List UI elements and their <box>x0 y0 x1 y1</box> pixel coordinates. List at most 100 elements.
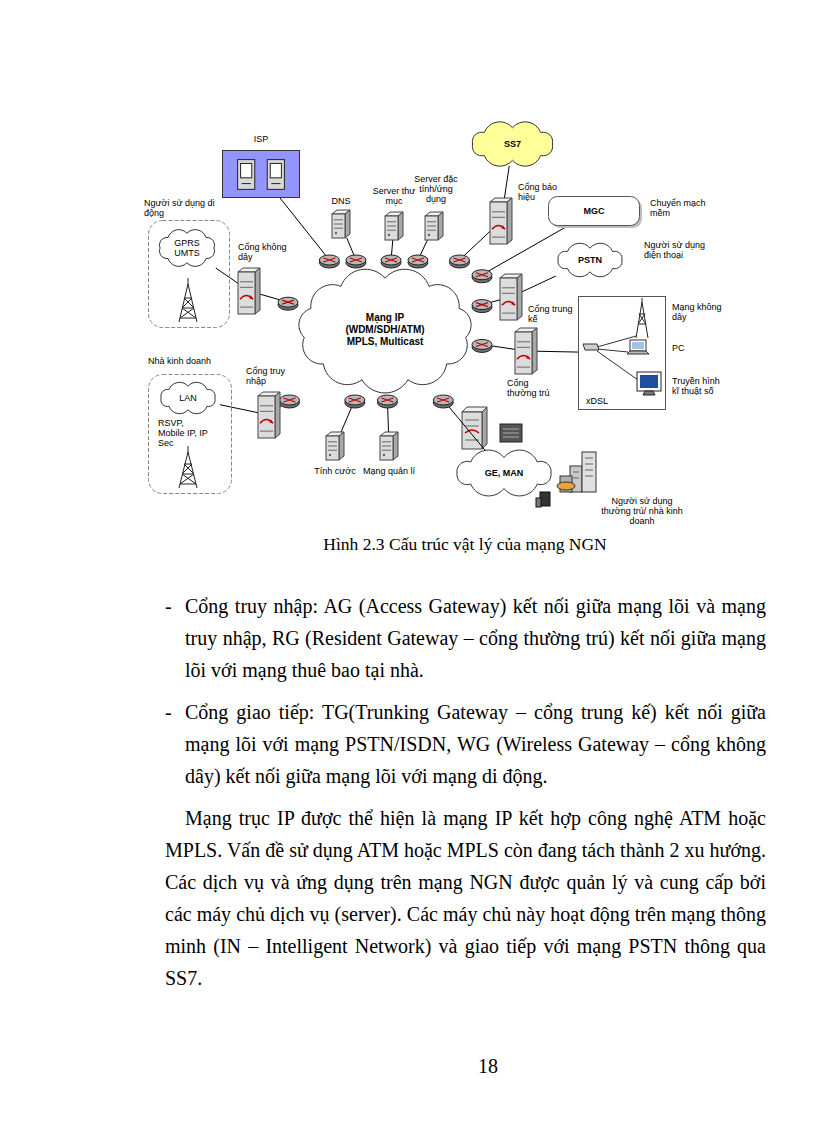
gateway-server-symbol <box>482 407 487 449</box>
directory-server-shape <box>385 216 398 240</box>
router-symbol <box>283 398 295 402</box>
signalling-gateway-shape <box>492 226 505 230</box>
mobile-region-shape <box>149 221 230 328</box>
node-label: Cổng trung kế <box>528 304 574 324</box>
dns-server-shape <box>334 220 343 228</box>
trunk-gateway-shape <box>511 301 515 305</box>
directory-server-shape <box>385 212 403 240</box>
application-server-shape <box>425 216 438 240</box>
node-label: Server đặc tính/ứng dụng <box>411 174 461 204</box>
node-label: Mạng quản lí <box>360 466 418 476</box>
isp-box-shape <box>223 151 300 198</box>
gateway-server-symbol <box>465 430 479 433</box>
network-link <box>522 276 556 292</box>
router-symbol <box>381 255 401 265</box>
wireless-gateway-shape <box>249 295 253 299</box>
router-symbol <box>278 297 298 310</box>
isp-box-shape <box>271 183 280 184</box>
gateway-server-symbol <box>462 407 487 449</box>
signalling-gateway-shape <box>490 198 512 244</box>
wireless-gateway-shape <box>238 272 255 314</box>
router-symbol <box>433 395 453 408</box>
billing-server-shape <box>328 442 337 450</box>
building-symbol <box>573 458 593 478</box>
antenna-symbol <box>179 446 197 488</box>
phone-symbol <box>536 498 541 507</box>
signalling-gateway: Cổng báo hiệu <box>490 198 512 244</box>
router-symbol <box>449 255 469 265</box>
laptop-symbol <box>632 342 644 349</box>
node-label: Nhà kinh doanh <box>148 356 240 366</box>
router-symbol <box>472 339 492 349</box>
router-symbol <box>449 255 469 268</box>
softswitch-box: MGCChuyển mạch mềm <box>548 196 640 226</box>
router-symbol <box>377 395 397 408</box>
router-symbol <box>453 258 465 262</box>
page-number: 18 <box>478 1050 498 1082</box>
application-server: Server đặc tính/ứng dụng <box>425 212 443 240</box>
router-symbol <box>408 255 428 265</box>
switch-device-symbol <box>500 424 522 442</box>
billing-server-shape <box>329 454 331 456</box>
ge-man-cloud: GE, MAN <box>448 452 560 494</box>
signalling-gateway-shape <box>492 212 505 237</box>
dns-server-shape <box>332 214 345 238</box>
antenna-symbol <box>179 278 197 322</box>
management-server: Mạng quản lí <box>380 432 398 460</box>
wireless-gateway: Cổng không dây <box>238 268 260 314</box>
node-label: GE, MAN <box>485 468 524 478</box>
trunk-gateway-shape <box>517 274 522 320</box>
building-symbol <box>557 452 596 492</box>
router-symbol <box>408 255 428 268</box>
network-link <box>504 166 509 198</box>
wireless-gateway-shape <box>238 268 260 314</box>
tv-symbol <box>640 375 658 388</box>
wireless-gateway-shape <box>240 296 253 300</box>
lan-cloud-shape <box>161 382 215 413</box>
node-label: GPRS UMTS <box>170 238 204 258</box>
dns-server: DNS <box>332 210 350 238</box>
router-symbol <box>476 342 488 346</box>
residential-gateway-shape <box>532 328 537 374</box>
switch-device-symbol <box>500 424 522 442</box>
wireless-gateway-shape <box>240 282 253 307</box>
router-symbol <box>323 258 335 262</box>
business-region: Nhà kinh doanhRSVP, Mobile IP, IP SecLAN <box>148 374 232 494</box>
billing-server-shape <box>339 432 344 460</box>
router-symbol <box>472 300 492 310</box>
device-label: PC <box>672 343 685 353</box>
router-symbol <box>279 395 299 408</box>
switch-device-symbol <box>503 429 519 437</box>
access-gateway-shape <box>258 392 280 438</box>
isp-box-shape <box>270 163 281 177</box>
router-symbol <box>345 395 365 408</box>
trunk-gateway-shape <box>502 288 515 313</box>
body-paragraph: Mạng trục IP được thể hiện là mạng IP kế… <box>165 802 766 994</box>
ip-core-cloud-shape <box>299 269 471 393</box>
network-link <box>220 405 258 413</box>
xdsl-area-shape <box>578 296 666 410</box>
laptop-symbol <box>630 340 646 351</box>
trunk-gateway-shape <box>500 278 517 320</box>
access-gateway-shape <box>260 420 273 424</box>
node-label: PSTN <box>578 255 602 265</box>
router-symbol <box>381 398 393 402</box>
node-label: ISP <box>222 134 300 144</box>
bullet-mark: - <box>165 696 172 728</box>
laptop-symbol <box>627 340 649 354</box>
application-server-shape <box>438 212 443 240</box>
router-symbol <box>282 300 294 304</box>
gprs-cloud-shape <box>160 230 215 267</box>
router-symbol <box>346 255 366 265</box>
antenna-symbol <box>179 278 197 322</box>
pstn-cloud: PSTNNgười sử dụng điện thoại <box>552 244 628 276</box>
node-label: Cổng không dây <box>238 242 296 262</box>
isp-box-shape <box>238 160 255 190</box>
management-server-shape <box>380 436 393 460</box>
directory-server: Server thư mục <box>385 212 403 240</box>
ge-man-cloud-shape <box>457 450 551 496</box>
router-symbol <box>472 339 492 352</box>
directory-server-shape <box>398 212 403 240</box>
node-note: Chuyển mạch mềm <box>650 198 708 218</box>
isp-box: ISP <box>222 150 300 198</box>
